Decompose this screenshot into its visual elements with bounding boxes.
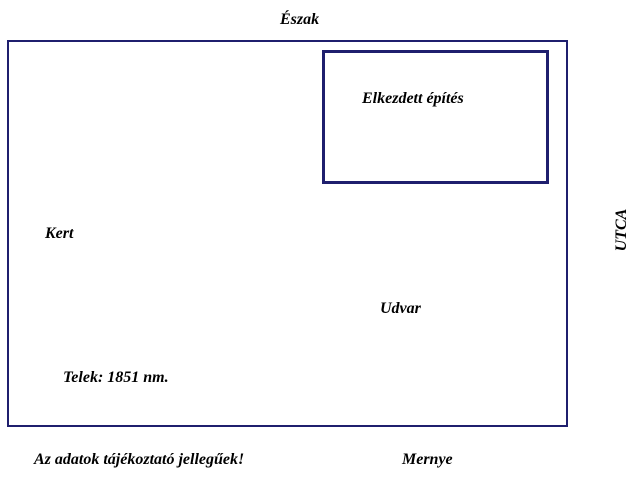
yard-label: Udvar <box>380 300 421 317</box>
north-label: Észak <box>280 11 320 28</box>
plot-area-label: Telek: 1851 nm. <box>63 369 169 386</box>
building-outline <box>322 50 549 184</box>
building-label: Elkezdett építés <box>362 90 464 107</box>
garden-label: Kert <box>45 225 74 242</box>
town-label: Mernye <box>402 451 453 468</box>
disclaimer-text: Az adatok tájékoztató jellegűek! <box>34 451 245 468</box>
street-label: UTCA <box>613 208 630 252</box>
plot-boundary <box>7 40 568 427</box>
